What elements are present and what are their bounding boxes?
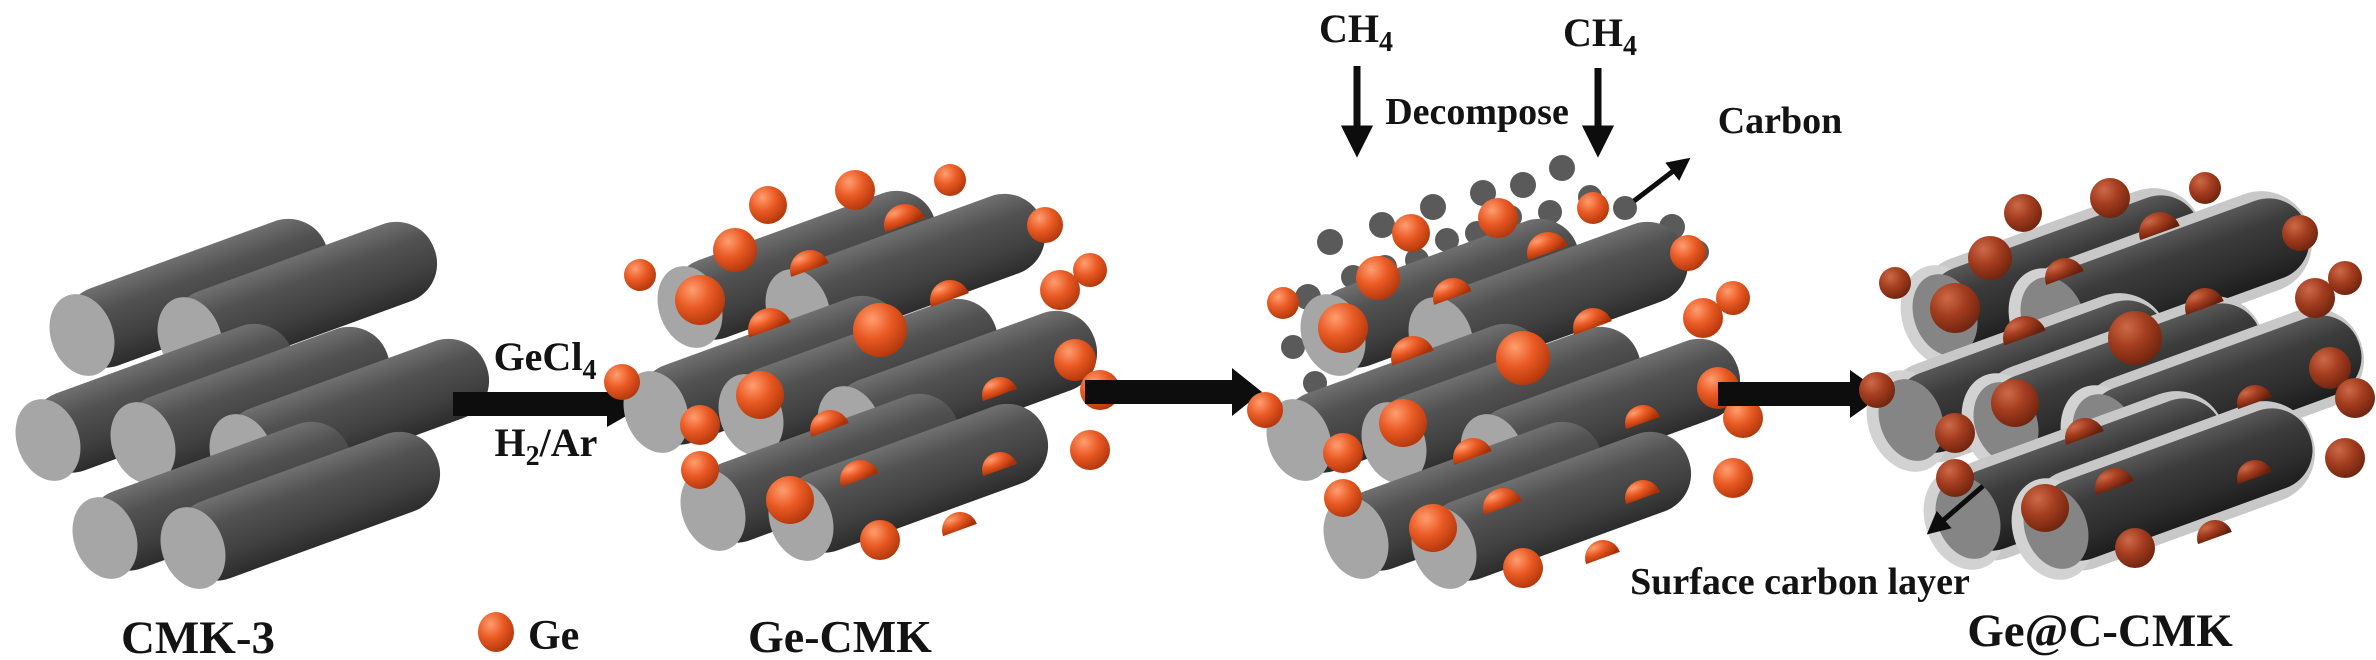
- carbon-pointer-arrow: [1632, 157, 1691, 203]
- stage-label-cmk3: CMK-3: [121, 612, 275, 660]
- reaction-arrow-1: [453, 381, 647, 427]
- reaction-arrow-3: [1718, 370, 1884, 418]
- surface-layer-pointer-arrow: [1926, 484, 1985, 535]
- stage-label-ge-at-c-cmk: Ge@C-CMK: [1967, 605, 2233, 657]
- ch4-label-2: CH4: [1563, 10, 1637, 62]
- surface-carbon-layer-label: Surface carbon layer: [1630, 561, 1970, 603]
- stage-label-ge-cmk: Ge-CMK: [748, 611, 932, 660]
- cmk3-structure: [5, 207, 501, 598]
- legend-ge-label: Ge: [528, 613, 579, 659]
- reaction-arrow-2: [1085, 368, 1262, 416]
- decompose-label: Decompose: [1385, 91, 1569, 133]
- ge-cmk-structure: [604, 164, 1120, 570]
- reagent-label-gecl4: GeCl4: [494, 334, 597, 386]
- legend-ge: Ge: [478, 612, 579, 659]
- carbon-label: Carbon: [1718, 100, 1843, 142]
- ch4-label-1: CH4: [1319, 6, 1393, 58]
- reagent-label-h2ar: H2/Ar: [495, 420, 598, 472]
- ge-sphere-icon: [478, 612, 514, 652]
